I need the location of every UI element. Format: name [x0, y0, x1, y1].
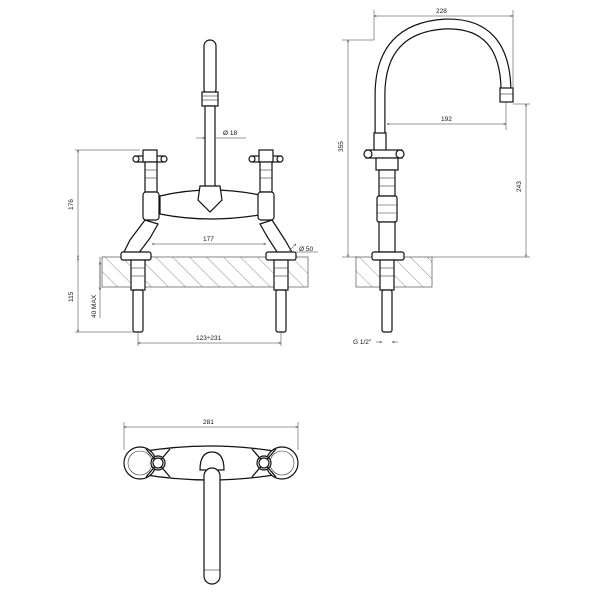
top-spout: [203, 467, 221, 585]
side-view: 228 355 192 243 G 1/2": [338, 8, 530, 346]
top-left-handle: [123, 446, 171, 480]
top-right-handle: [251, 446, 299, 480]
side-aerator: [499, 87, 514, 103]
dim-label-228: 228: [436, 8, 447, 15]
dim-label-d50: Ø 50: [299, 246, 313, 253]
dim-label-281: 281: [203, 419, 214, 426]
front-spout-top: [203, 39, 217, 96]
front-spout-base: [197, 185, 223, 213]
dim-label-123-231: 123÷231: [196, 335, 222, 342]
dim-label-d18: Ø 18: [223, 130, 237, 137]
dim-label-g12: G 1/2": [353, 339, 372, 346]
dim-label-355: 355: [338, 141, 345, 152]
front-right-tail: [275, 289, 287, 333]
front-right-valve: [248, 149, 297, 261]
dim-label-176: 176: [68, 199, 75, 210]
front-spout-collar: [201, 91, 219, 107]
side-tail: [381, 289, 393, 333]
dim-label-177: 177: [203, 236, 214, 243]
dim-label-115: 115: [68, 291, 75, 302]
front-left-tail: [132, 289, 144, 333]
dim-label-40max: 40 MAX: [91, 294, 98, 318]
top-spout-base: [199, 451, 225, 471]
dim-label-243: 243: [516, 181, 523, 192]
side-base-flange: [371, 251, 405, 261]
front-view: Ø 18 176 177 Ø 50 115 40 MAX 123÷231: [68, 39, 318, 346]
top-view: 281: [123, 419, 299, 585]
dim-label-192: 192: [441, 116, 452, 123]
front-right-nut: [273, 259, 289, 291]
front-spout-stem: [204, 105, 216, 191]
front-left-valve: [120, 149, 168, 261]
dim-line-d50: [287, 244, 296, 253]
side-valve-body: [378, 169, 396, 197]
front-left-nut: [130, 259, 146, 291]
